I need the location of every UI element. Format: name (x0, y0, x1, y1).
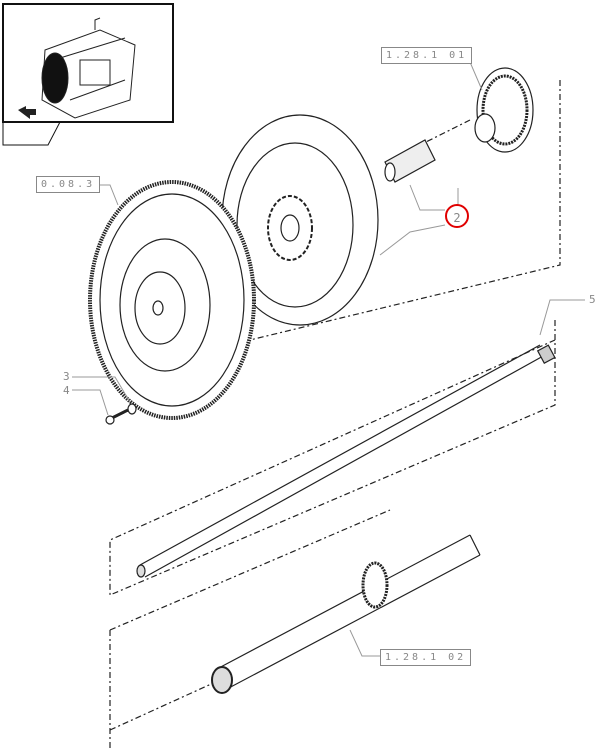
navigate-arrow-icon (18, 106, 36, 119)
shaft-reference-label[interactable]: 1.28.1 02 (380, 649, 472, 666)
part-5-callout[interactable]: 5 (589, 293, 596, 306)
thumbnail-overview[interactable] (2, 3, 174, 146)
part-2-callout-highlighted[interactable]: 2 (445, 204, 469, 228)
flywheel-reference-label[interactable]: 0.08.3 (36, 176, 101, 193)
gear-reference-label[interactable]: 1.28.1 01 (381, 47, 473, 64)
part-4-callout[interactable]: 4 (63, 384, 70, 397)
part-3-callout[interactable]: 3 (63, 370, 70, 383)
